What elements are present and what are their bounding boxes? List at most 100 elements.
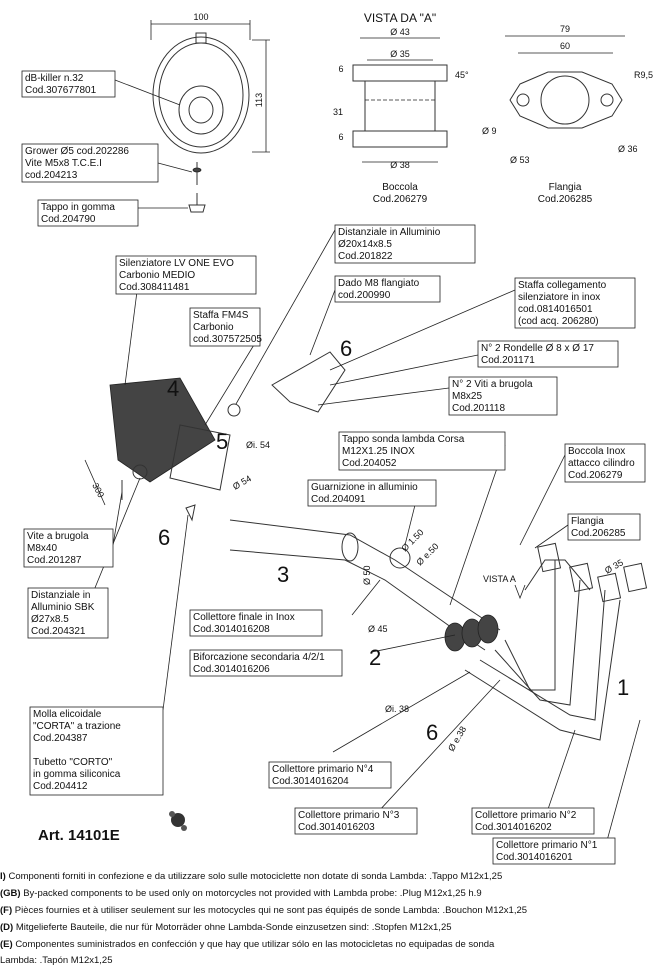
svg-text:Cod.206279: Cod.206279	[568, 470, 623, 481]
svg-text:Ø 50: Ø 50	[362, 565, 372, 585]
svg-text:cod.204213: cod.204213	[25, 170, 78, 181]
svg-text:Cod.3014016201: Cod.3014016201	[496, 852, 573, 863]
svg-text:R9,5: R9,5	[634, 70, 653, 80]
label-collettore-finale: Collettore finale in Inox Cod.3014016208	[189, 609, 323, 637]
svg-text:Cod.204052: Cod.204052	[342, 458, 397, 469]
label-collettore-4: Collettore primario N°4 Cod.3014016204	[268, 761, 392, 789]
svg-text:Cod.204387: Cod.204387	[33, 733, 88, 744]
svg-text:60: 60	[560, 41, 570, 51]
vista-title: VISTA DA "A"	[364, 11, 436, 25]
svg-text:Collettore primario N°4: Collettore primario N°4	[272, 764, 374, 775]
svg-text:Ø 35: Ø 35	[603, 557, 625, 575]
svg-text:Molla elicoidale: Molla elicoidale	[33, 709, 102, 720]
svg-text:Cod.308411481: Cod.308411481	[119, 282, 190, 293]
label-distanziale-sbk: Distanziale in Alluminio SBK Ø27x8.5 Cod…	[27, 587, 109, 639]
label-distanziale-alluminio: Distanziale in Alluminio Ø20x14x8.5 Cod.…	[334, 224, 476, 264]
svg-text:Collettore primario N°1: Collettore primario N°1	[496, 840, 598, 851]
dbkiller-view: 100 113	[150, 12, 270, 213]
svg-text:Carbonio MEDIO: Carbonio MEDIO	[119, 270, 195, 281]
label-dado: Dado M8 flangiato cod.200990	[334, 275, 441, 303]
footer-line-d: (D) Mitgelieferte Bauteile, die nur für …	[0, 922, 452, 933]
part-number-2: 2	[369, 645, 381, 670]
article-number: Art. 14101E	[38, 827, 120, 844]
label-staffa-collegamento: Staffa collegamento silenziatore in inox…	[514, 277, 636, 329]
svg-text:(cod acq. 206280): (cod acq. 206280)	[518, 316, 599, 327]
svg-text:Alluminio SBK: Alluminio SBK	[31, 602, 95, 613]
svg-text:Cod.201118: Cod.201118	[452, 403, 505, 414]
svg-text:Ø 36: Ø 36	[618, 144, 638, 154]
svg-text:in gomma siliconica: in gomma siliconica	[33, 769, 121, 780]
svg-text:Boccola Inox: Boccola Inox	[568, 446, 625, 457]
svg-text:Cod.201822: Cod.201822	[338, 251, 393, 262]
svg-text:Boccola: Boccola	[382, 182, 418, 193]
label-flangia: Flangia Cod.206285	[567, 513, 641, 541]
svg-text:dB-killer n.32: dB-killer n.32	[25, 73, 84, 84]
svg-text:Cod.204790: Cod.204790	[41, 214, 96, 225]
label-guarnizione: Guarnizione in alluminio Cod.204091	[307, 479, 437, 507]
svg-text:Flangia: Flangia	[549, 182, 582, 193]
svg-text:Cod.204412: Cod.204412	[33, 781, 88, 792]
part-number-6b: 6	[158, 525, 170, 550]
footer-line-e: (E) Componentes suministrados en confecc…	[0, 939, 495, 950]
part-number-4: 4	[167, 376, 179, 401]
svg-text:Cod.3014016204: Cod.3014016204	[272, 776, 349, 787]
leader-lines	[89, 79, 641, 849]
svg-text:N° 2 Rondelle Ø 8 x Ø 17: N° 2 Rondelle Ø 8 x Ø 17	[481, 343, 594, 354]
svg-text:Dado M8 flangiato: Dado M8 flangiato	[338, 278, 420, 289]
svg-text:"CORTA" a trazione: "CORTA" a trazione	[33, 721, 121, 732]
svg-text:Cod.206279: Cod.206279	[373, 194, 428, 205]
svg-text:Ø 1.50: Ø 1.50	[399, 527, 425, 553]
svg-text:Ø 53: Ø 53	[510, 155, 530, 165]
svg-text:Ø e.50: Ø e.50	[414, 541, 440, 567]
silencer-drawing: 300	[84, 351, 346, 522]
svg-text:Grower Ø5 cod.202286: Grower Ø5 cod.202286	[25, 146, 129, 157]
svg-text:Ø 45: Ø 45	[368, 624, 388, 634]
svg-text:79: 79	[560, 24, 570, 34]
label-vite-brugola: Vite a brugola M8x40 Cod.201287	[23, 528, 114, 568]
svg-text:silenziatore in inox: silenziatore in inox	[518, 292, 600, 303]
svg-text:Collettore primario N°2: Collettore primario N°2	[475, 810, 577, 821]
svg-text:Carbonio: Carbonio	[193, 322, 234, 333]
svg-text:6: 6	[338, 132, 343, 142]
svg-text:Cod.3014016206: Cod.3014016206	[193, 664, 270, 675]
footer-line-gb: (GB) By-packed components to be used onl…	[0, 888, 482, 899]
label-viti: N° 2 Viti a brugola M8x25 Cod.201118	[448, 376, 558, 416]
svg-text:N° 2 Viti a brugola: N° 2 Viti a brugola	[452, 379, 533, 390]
dim-113: 113	[254, 93, 264, 107]
label-staffa-fm4s: Staffa FM4S Carbonio cod.307572505	[189, 307, 262, 347]
part-number-6a: 6	[340, 336, 352, 361]
label-silenziatore: Silenziatore LV ONE EVO Carbonio MEDIO C…	[115, 255, 257, 295]
svg-text:cod.0814016501: cod.0814016501	[518, 304, 593, 315]
footer-line-it: I) Componenti forniti in confezione e da…	[0, 871, 503, 882]
svg-text:attacco cilindro: attacco cilindro	[568, 458, 635, 469]
svg-text:Cod.3014016203: Cod.3014016203	[298, 822, 375, 833]
svg-text:Tubetto "CORTO": Tubetto "CORTO"	[33, 757, 113, 768]
svg-text:Distanziale in Alluminio: Distanziale in Alluminio	[338, 227, 441, 238]
bagged-parts-icon	[169, 811, 187, 831]
svg-text:Staffa FM4S: Staffa FM4S	[193, 310, 249, 321]
svg-text:6: 6	[338, 64, 343, 74]
flange-view: 79 60 R9,5 Ø 9 Ø 53 Ø 36 Flangia Cod.206…	[482, 24, 653, 205]
label-biforcazione: Biforcazione secondaria 4/2/1 Cod.301401…	[189, 649, 343, 677]
svg-text:Ø27x8.5: Ø27x8.5	[31, 614, 69, 625]
svg-text:Vite M5x8 T.C.E.I: Vite M5x8 T.C.E.I	[25, 158, 102, 169]
svg-text:Ø e.38: Ø e.38	[446, 725, 468, 753]
svg-text:Staffa collegamento: Staffa collegamento	[518, 280, 607, 291]
svg-text:Cod.3014016208: Cod.3014016208	[193, 624, 270, 635]
label-collettore-3: Collettore primario N°3 Cod.3014016203	[294, 807, 418, 835]
svg-text:Ø 9: Ø 9	[482, 126, 497, 136]
svg-text:Ø 38: Ø 38	[390, 160, 410, 170]
svg-text:Cod.206285: Cod.206285	[571, 528, 626, 539]
svg-text:Collettore primario N°3: Collettore primario N°3	[298, 810, 400, 821]
svg-text:Cod.206285: Cod.206285	[538, 194, 593, 205]
svg-text:M8x40: M8x40	[27, 543, 57, 554]
part-number-6c: 6	[426, 720, 438, 745]
label-boccola-inox: Boccola Inox attacco cilindro Cod.206279	[564, 443, 646, 483]
svg-text:Guarnizione in alluminio: Guarnizione in alluminio	[311, 482, 418, 493]
svg-text:Flangia: Flangia	[571, 516, 604, 527]
svg-text:Distanziale in: Distanziale in	[31, 590, 90, 601]
svg-text:Biforcazione secondaria 4/2/1: Biforcazione secondaria 4/2/1	[193, 652, 325, 663]
svg-text:Cod.3014016202: Cod.3014016202	[475, 822, 552, 833]
